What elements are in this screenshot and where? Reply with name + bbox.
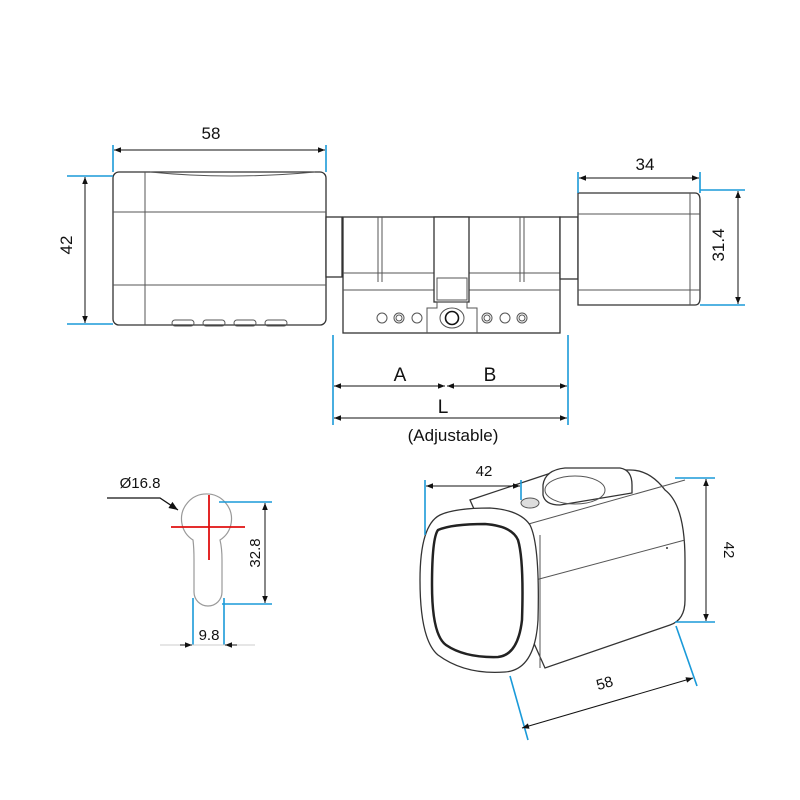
dim-body-length: 58	[202, 124, 221, 143]
dim-keyhole-height: 32.8	[247, 538, 264, 567]
keypad-buttons	[171, 319, 288, 327]
dim-keyhole-width: 9.8	[199, 627, 220, 644]
fingerprint-sensor	[520, 467, 633, 509]
cylinder	[325, 216, 579, 334]
dim-body-height: 42	[57, 236, 76, 255]
dim-iso-width: 42	[476, 463, 493, 480]
dim-keyhole-diameter: Ø16.8	[120, 475, 161, 492]
front-face	[419, 507, 539, 674]
dim-iso-height: 42	[720, 542, 737, 559]
dim-b: B	[484, 365, 497, 386]
side-view: 58 42 34 31.4 A B L (Adjustable)	[57, 124, 745, 445]
dim-knob-height: 31.4	[709, 228, 728, 261]
keyhole-profile: Ø16.8 32.8 9.8	[107, 475, 272, 648]
isometric-view: 42 42 58	[419, 463, 737, 741]
dim-knob-length: 34	[636, 155, 655, 174]
dim-iso-length: 58	[594, 673, 615, 694]
dim-a: A	[394, 365, 407, 386]
dim-l-note: (Adjustable)	[408, 426, 499, 445]
smart-body	[112, 171, 327, 327]
dim-l: L	[438, 397, 449, 418]
thumb-knob	[577, 192, 701, 306]
